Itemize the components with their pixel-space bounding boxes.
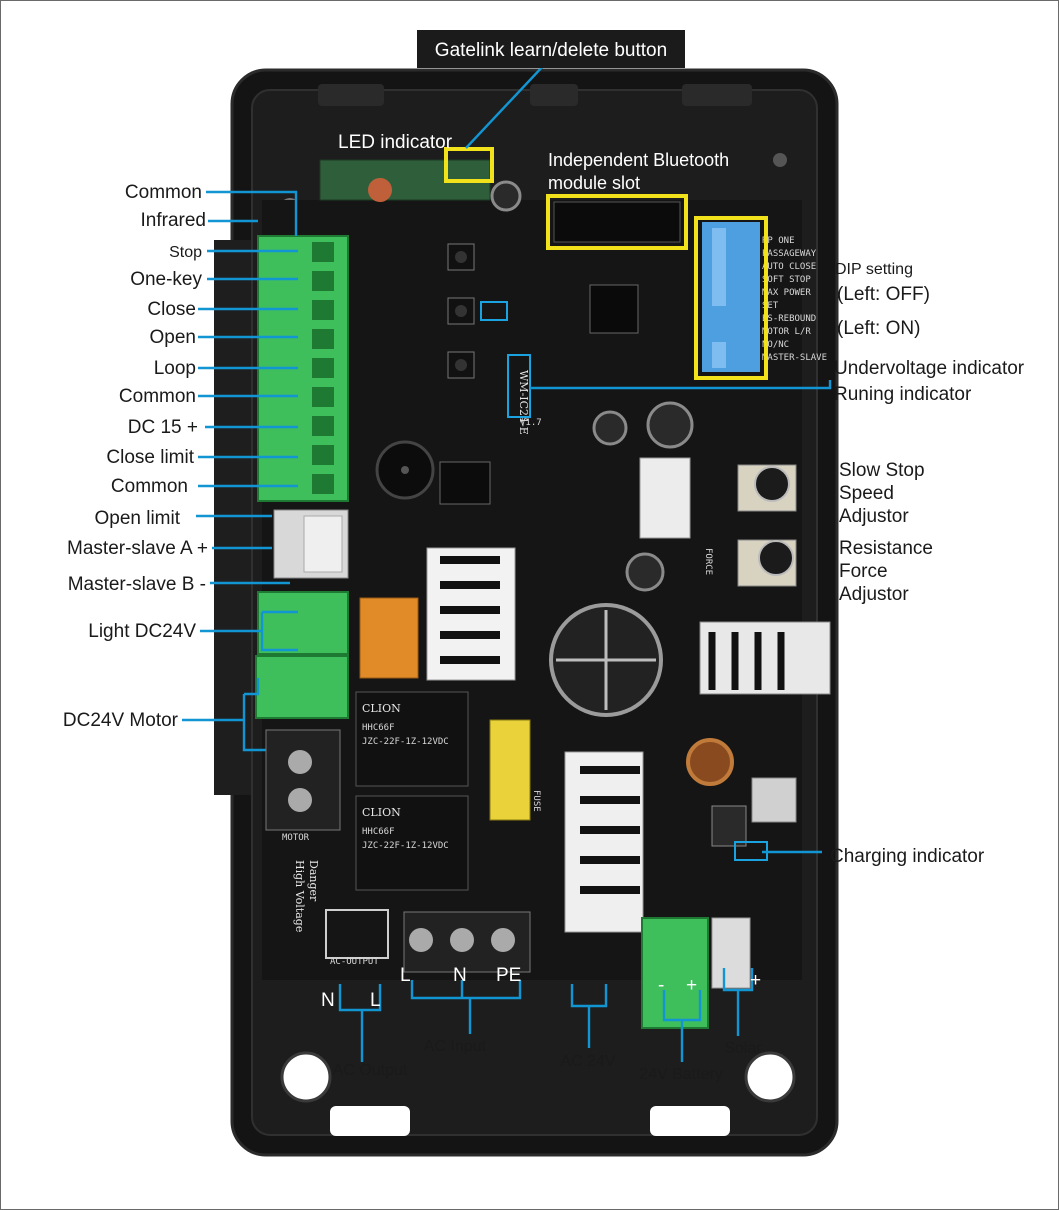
terminal-screw [312, 271, 334, 291]
battery-label: 24V Battery [639, 1066, 723, 1083]
terminal-label-11: Open limit [94, 508, 180, 529]
terminal-label-3: One-key [130, 269, 202, 290]
battery-terminal[interactable] [641, 917, 709, 1029]
terminal-label-12: Master-slave A + [67, 538, 208, 559]
silk-relay-model-2: HHC66F [362, 827, 395, 837]
dip-function-2: AUTO CLOSE [762, 262, 816, 272]
terminal-screw [312, 300, 334, 320]
silk-ac-output: AC-OUTPUT [330, 957, 379, 967]
terminal-label-15: DC24V Motor [63, 710, 179, 731]
ac-output-label: AC Output [333, 1062, 408, 1079]
leader-lines [182, 63, 832, 1062]
title-banner [417, 30, 685, 68]
dip-switch[interactable] [702, 222, 760, 372]
silk-high-voltage: High Voltage [293, 860, 306, 932]
pe-input-label: PE [496, 965, 521, 986]
dip-function-labels: RP ONE PASSAGEWAY AUTO CLOSE SOFT STOP MAX P… [762, 236, 827, 363]
dip-function-1: PASSAGEWAY [762, 249, 817, 259]
terminal-screw [312, 387, 334, 407]
battery-plus-label: + [686, 975, 697, 996]
l-input-label: L [400, 965, 411, 986]
terminal-label-6: Loop [154, 358, 196, 379]
gatelink-button-highlight [444, 147, 494, 183]
solar-plus-label: + [750, 970, 761, 991]
silk-version: V1.7 [520, 418, 542, 428]
slow-stop-label-1: Slow Stop [839, 460, 925, 481]
terminal-screw [312, 358, 334, 378]
left-terminal-labels: CommonInfraredStopOne-keyCloseOpenLoopCo… [63, 182, 208, 731]
callouts: Gatelink learn/delete button LED indicat… [321, 30, 1025, 1083]
resistance-label-1: Resistance [839, 538, 933, 559]
dip-setting-label: DIP setting [835, 261, 913, 278]
terminal-screw [312, 474, 334, 494]
n-input-label: N [453, 965, 467, 986]
silk-relay-spec-2: JZC-22F-1Z-12VDC [362, 841, 449, 851]
terminal-label-7: Common [119, 386, 196, 407]
undervoltage-label: Undervoltage indicator [834, 358, 1025, 379]
terminal-label-14: Light DC24V [88, 621, 196, 642]
dip-function-8: NO/NC [762, 340, 789, 350]
highlights [444, 147, 768, 861]
bluetooth-label-1: Independent Bluetooth [548, 150, 729, 170]
terminal-screw [312, 445, 334, 465]
solar-connector[interactable] [711, 917, 751, 989]
silk-model: WM-IC24-E [517, 370, 530, 435]
silkscreen: WM-IC24-E V1.7 CLION HHC66F JZC-22F-1Z-1… [282, 370, 713, 967]
silk-relay-brand-2: CLION [362, 806, 401, 819]
silk-motor: MOTOR [282, 833, 310, 843]
terminal-screw [312, 329, 334, 349]
terminal-label-0: Common [125, 182, 202, 203]
terminal-label-13: Master-slave B - [68, 574, 206, 595]
l-output-label: L [370, 990, 381, 1011]
led-indicator-highlight [480, 301, 508, 321]
dip-function-5: SET [762, 301, 779, 311]
silk-relay-spec-1: JZC-22F-1Z-12VDC [362, 737, 449, 747]
dip-on-label: (Left: ON) [837, 318, 920, 339]
terminal-label-4: Close [147, 299, 196, 320]
terminal-label-1: Infrared [141, 210, 206, 231]
dip-function-6: ES-REBOUND [762, 314, 816, 324]
ac-input-label: AC Input [424, 1038, 487, 1055]
running-label: Runing indicator [834, 384, 972, 405]
terminal-label-10: Common [111, 476, 188, 497]
silk-fuse: FUSE [531, 790, 541, 812]
battery-minus-label: - [658, 975, 664, 996]
silk-danger: Danger [307, 860, 320, 902]
ac-24v-label: AC 24V [560, 1053, 615, 1070]
terminal-label-8: DC 15 + [128, 417, 198, 438]
slow-stop-label-2: Speed [839, 483, 894, 504]
led-indicator-label: LED indicator [338, 132, 453, 153]
terminal-pins [312, 242, 334, 494]
terminal-screw [312, 416, 334, 436]
title-text: Gatelink learn/delete button [435, 40, 667, 61]
solar-label: Solar [724, 1040, 762, 1057]
silk-relay-brand-1: CLION [362, 702, 401, 715]
terminal-label-9: Close limit [106, 447, 194, 468]
motor-terminal-block[interactable] [255, 655, 349, 719]
dip-function-9: MASTER-SLAVE [762, 353, 827, 363]
resistance-label-3: Adjustor [839, 584, 909, 605]
n-output-label: N [321, 990, 335, 1011]
silk-relay-model-1: HHC66F [362, 723, 395, 733]
dip-off-label: (Left: OFF) [837, 284, 930, 305]
silk-force: FORCE [703, 548, 713, 575]
terminal-screw [312, 242, 334, 262]
dip-switch-highlight [694, 216, 768, 380]
dip-function-3: SOFT STOP [762, 275, 811, 285]
dip-function-7: MOTOR L/R [762, 327, 811, 337]
light-terminal-block[interactable] [257, 591, 349, 655]
resistance-label-2: Force [839, 561, 888, 582]
motor-screw-terminal[interactable] [265, 729, 341, 831]
terminal-label-5: Open [150, 327, 196, 348]
dip-function-0: RP ONE [762, 236, 795, 246]
dip-function-4: MAX POWER [762, 288, 811, 298]
charging-label: Charging indicator [830, 846, 985, 867]
pcb [262, 159, 831, 980]
status-leds-highlight [507, 354, 531, 418]
bluetooth-slot-highlight [546, 194, 688, 250]
bluetooth-label-2: module slot [548, 173, 640, 193]
terminal-label-2: Stop [169, 244, 202, 261]
slow-stop-label-3: Adjustor [839, 506, 909, 527]
